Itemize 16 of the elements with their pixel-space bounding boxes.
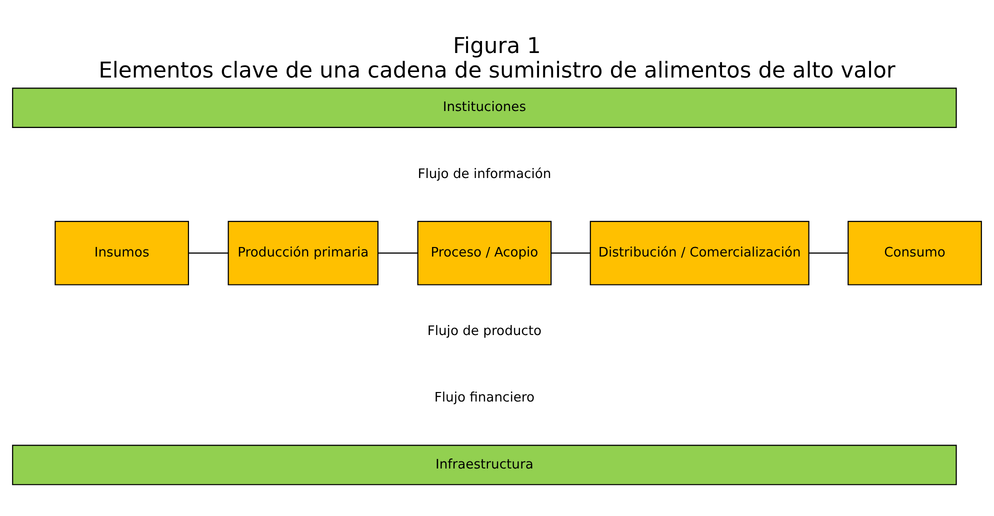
node-box: Consumo — [848, 220, 982, 286]
node-box: Distribución / Comercialización — [590, 220, 810, 286]
node-box: Infraestructura — [12, 444, 957, 486]
diagram-title: Figura 1 — [453, 34, 541, 60]
node-box: Instituciones — [12, 88, 957, 128]
connector — [551, 252, 590, 254]
node-box: Insumos — [54, 220, 189, 286]
node-box: Producción primaria — [228, 220, 378, 286]
connector — [378, 252, 418, 254]
label: Flujo de producto — [427, 324, 542, 340]
label: Flujo de información — [418, 166, 552, 182]
connector — [808, 252, 848, 254]
caption: Elementos clave de una cadena de suministro de alimentos de alto valor — [98, 58, 896, 84]
label: Flujo financiero — [434, 390, 535, 406]
connector — [188, 252, 228, 254]
node-box: Proceso / Acopio — [417, 220, 552, 286]
